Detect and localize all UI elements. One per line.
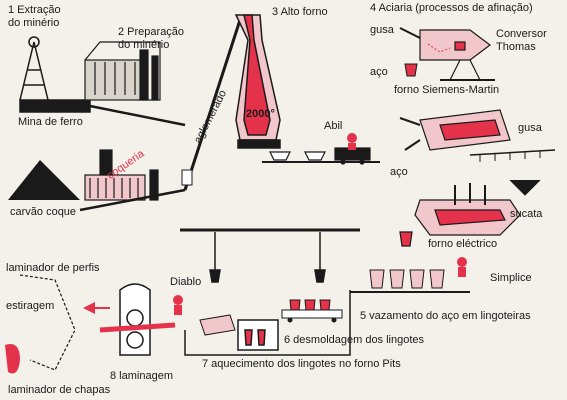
- furnace-rail-cars: [262, 147, 380, 165]
- diablo-mascot: [173, 295, 183, 315]
- label-gusa-top: gusa: [370, 24, 394, 36]
- output-branches: [19, 274, 76, 371]
- soaking-pit: [237, 319, 279, 351]
- electric-furnace: [399, 183, 521, 247]
- label-step8: 8 laminagem: [110, 370, 173, 382]
- label-gusa-mid: gusa: [518, 122, 542, 134]
- coal-pile: [8, 160, 80, 200]
- process-flow-line: [184, 290, 351, 356]
- rolling-mill: [99, 283, 176, 356]
- label-abil: Abil: [324, 120, 343, 132]
- coke-oven: [84, 149, 159, 201]
- sinter-conveyor: [183, 19, 242, 191]
- label-chapas: laminador de chapas: [8, 384, 111, 396]
- blast-furnace: [234, 14, 281, 149]
- stripping-crane: [180, 228, 360, 283]
- label-temp: 2000°: [246, 108, 275, 120]
- abil-mascot: [347, 133, 357, 150]
- pink-slab: [199, 314, 236, 336]
- label-forno-eletrico: forno eléctrico: [428, 238, 498, 250]
- stripped-ingots-cart: [281, 299, 343, 323]
- label-step7: 7 aquecimento dos lingotes no forno Pits: [202, 358, 401, 370]
- label-estiragem: estiragem: [6, 300, 55, 312]
- thomas-converter: [399, 27, 495, 81]
- simplice-mascot: [457, 257, 467, 277]
- label-step4: 4 Aciaria (processos de afinação): [370, 2, 533, 14]
- mine-conveyor: [89, 104, 186, 127]
- label-perfis: laminador de perfis: [6, 262, 100, 274]
- overhead-crane: [469, 149, 556, 196]
- coke-conveyor: [79, 188, 186, 212]
- label-step3: 3 Alto forno: [272, 6, 328, 18]
- label-sucata: sucata: [510, 208, 543, 220]
- rolled-sheet-coil: [5, 344, 20, 374]
- label-siemens: forno Siemens-Martin: [394, 84, 500, 96]
- label-diablo: Diablo: [170, 276, 202, 288]
- label-simplice: Simplice: [490, 272, 532, 284]
- ingot-molds: [369, 269, 445, 289]
- mine-headframe: [19, 36, 91, 113]
- ore-preparation-plant: [84, 41, 161, 101]
- label-mina: Mina de ferro: [18, 116, 83, 128]
- label-aco-mid: aço: [390, 166, 408, 178]
- siemens-martin-furnace: [399, 109, 511, 151]
- label-step6: 6 desmoldagem dos lingotes: [284, 334, 425, 346]
- label-step5: 5 vazamento do aço em lingoteiras: [360, 310, 531, 322]
- label-carvao: carvão coque: [10, 206, 77, 218]
- steel-ladle-small: [404, 63, 418, 77]
- sinter-hopper: [181, 169, 193, 186]
- label-aco-top: aço: [370, 66, 388, 78]
